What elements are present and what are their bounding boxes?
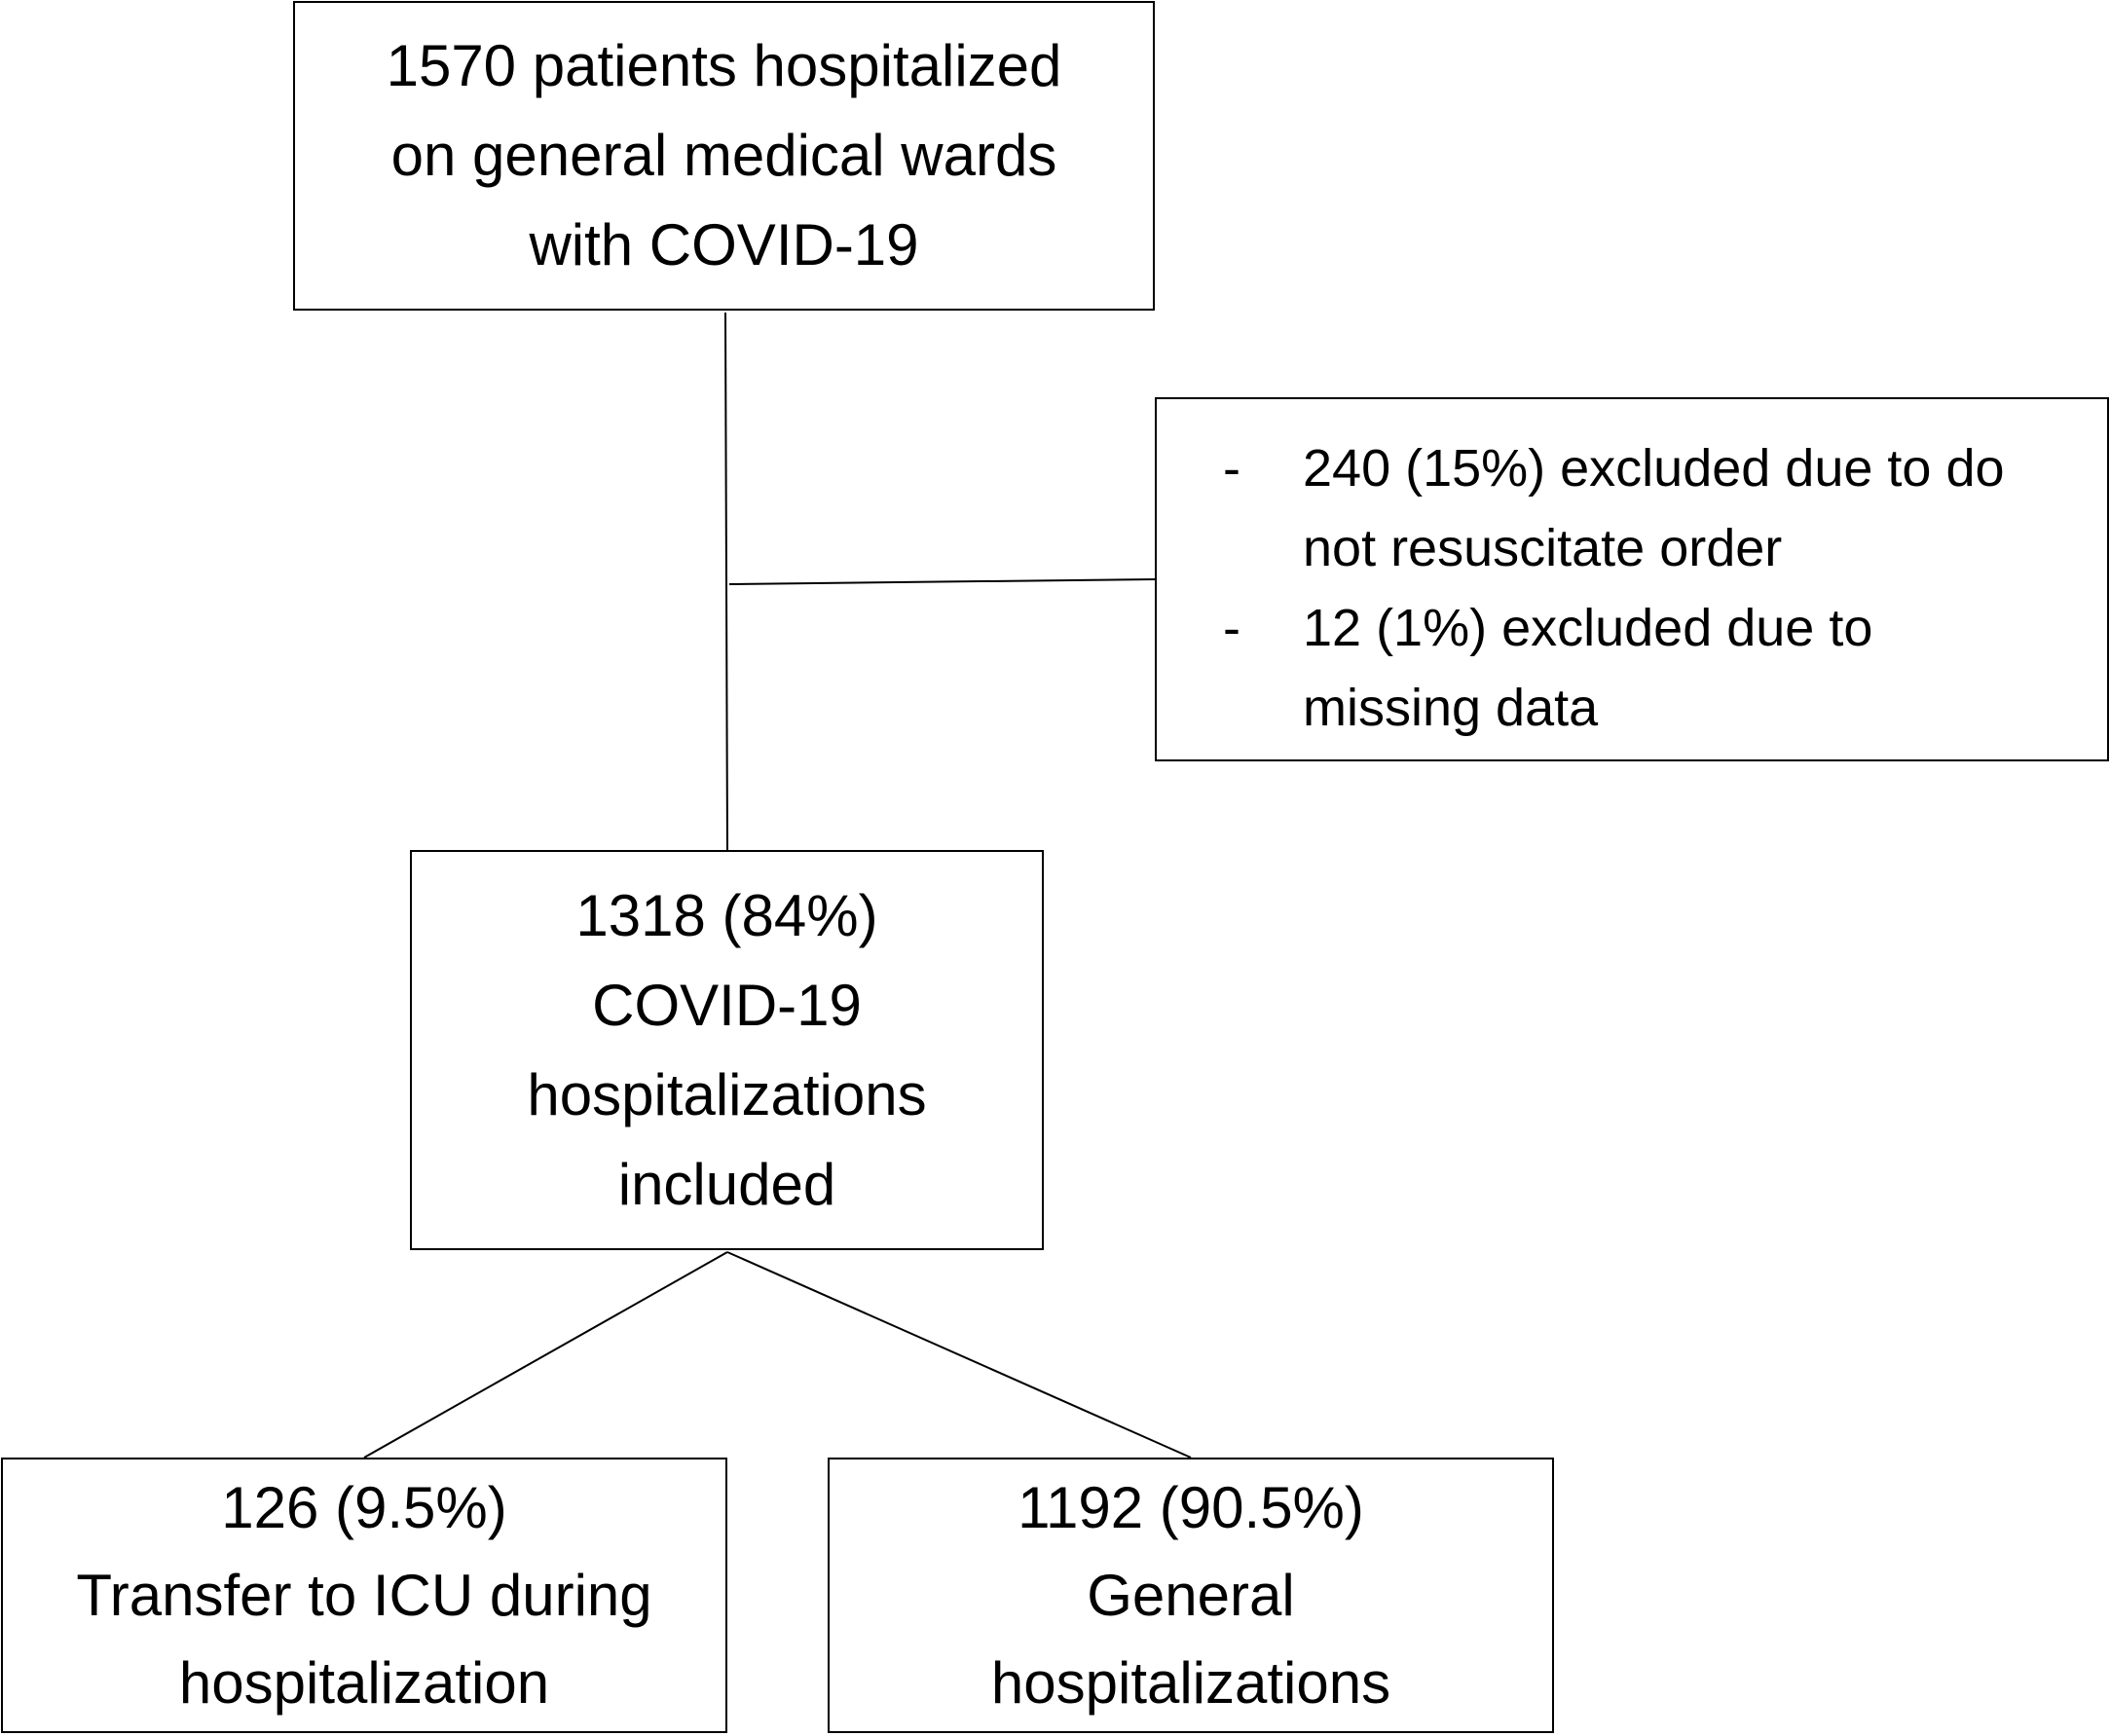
box-hospitalizations-included: 1318 (84%) COVID-19 hospitalizations inc… xyxy=(410,850,1044,1250)
box-text-line: 1318 (84%) xyxy=(575,882,878,948)
exclusion-text-line: not resuscitate order xyxy=(1303,519,1783,577)
box-text-line: hospitalizations xyxy=(527,1061,927,1127)
bullet-dash: - xyxy=(1223,439,1240,498)
box-text-line: included xyxy=(617,1151,836,1217)
box-icu-transfer: 126 (9.5%) Transfer to ICU during hospit… xyxy=(1,1458,727,1733)
exclusion-item-missing-data: - 12 (1%) excluded due to missing data xyxy=(1157,588,2107,748)
box-exclusions: - 240 (15%) excluded due to do not resus… xyxy=(1155,397,2109,761)
box-text-line: hospitalizations xyxy=(990,1649,1391,1716)
box-text-line: General xyxy=(1087,1562,1295,1628)
box-patients-hospitalized: 1570 patients hospitalized on general me… xyxy=(293,1,1155,311)
box-text-line: 126 (9.5%) xyxy=(221,1474,507,1540)
box-general-hospitalizations: 1192 (90.5%) General hospitalizations xyxy=(828,1458,1554,1733)
connector-start-to-included xyxy=(724,312,728,851)
box-text-line: on general medical wards xyxy=(390,123,1057,188)
exclusion-text-line: 12 (1%) excluded due to xyxy=(1303,599,1873,657)
box-text-line: with COVID-19 xyxy=(529,212,919,277)
connector-included-to-general xyxy=(726,1251,1192,1459)
exclusion-text-line: 240 (15%) excluded due to do xyxy=(1303,439,2005,498)
box-text-line: 1570 patients hospitalized xyxy=(386,33,1062,98)
bullet-dash: - xyxy=(1223,599,1240,657)
box-text-line: COVID-19 xyxy=(592,972,862,1038)
connector-exclusion-branch xyxy=(728,578,1156,585)
connector-included-to-icu xyxy=(363,1251,728,1459)
box-text-line: hospitalization xyxy=(178,1649,550,1716)
exclusion-text-line: missing data xyxy=(1303,679,1599,737)
exclusion-item-dnr: - 240 (15%) excluded due to do not resus… xyxy=(1157,428,2107,588)
box-text-line: Transfer to ICU during xyxy=(76,1562,652,1628)
box-text-line: 1192 (90.5%) xyxy=(1018,1474,1364,1540)
